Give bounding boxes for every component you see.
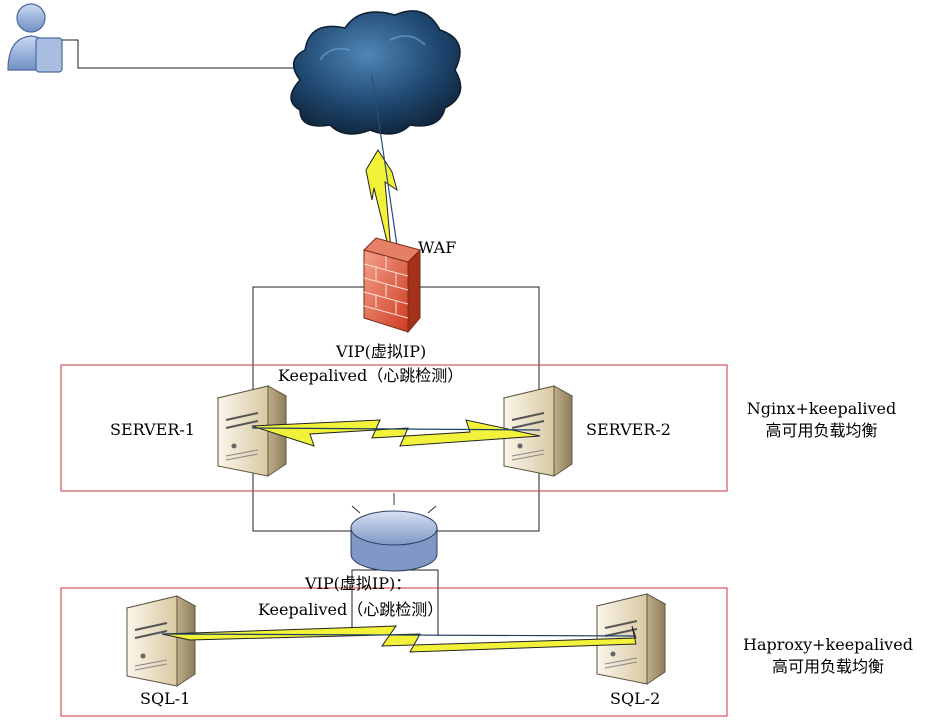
lightning-icon	[161, 625, 637, 653]
server-heartbeat-link	[251, 427, 541, 431]
sql-heartbeat-link	[161, 633, 637, 637]
haproxy-group-box	[60, 587, 728, 717]
haproxy-caption-line1: Haproxy+keepalived	[743, 635, 913, 654]
haproxy-group-caption: Haproxy+keepalived 高可用负载均衡	[728, 634, 928, 678]
server2-label: SERVER-2	[586, 420, 671, 439]
nginx-caption-line2: 高可用负载均衡	[765, 421, 878, 440]
vip1-keepalived: Keepalived（心跳检测）	[278, 366, 464, 385]
firewall-icon	[363, 237, 421, 334]
server-icon	[216, 385, 288, 477]
waf-label: WAF	[418, 238, 457, 257]
user-icon	[7, 3, 63, 73]
nginx-group-caption: Nginx+keepalived 高可用负载均衡	[734, 398, 909, 442]
sql2-label: SQL-2	[610, 689, 661, 708]
lightning-icon	[365, 149, 398, 263]
server-icon	[502, 385, 574, 477]
cloud-icon	[290, 10, 462, 135]
nginx-group-box	[60, 364, 728, 492]
server1-label: SERVER-1	[110, 420, 195, 439]
vip2-title: VIP(虚拟IP)：	[305, 574, 412, 593]
router-icon	[350, 493, 438, 572]
connection-lines	[62, 39, 540, 636]
vip1-title: VIP(虚拟IP)	[336, 342, 427, 361]
nginx-caption-line1: Nginx+keepalived	[746, 399, 897, 418]
sql1-label: SQL-1	[140, 689, 191, 708]
lightning-icon	[251, 419, 541, 447]
vip2-keepalived: Keepalived（心跳检测）	[258, 600, 444, 619]
user-cloud-link	[62, 39, 300, 69]
haproxy-caption-line2: 高可用负载均衡	[771, 657, 884, 676]
server-icon	[125, 595, 197, 687]
